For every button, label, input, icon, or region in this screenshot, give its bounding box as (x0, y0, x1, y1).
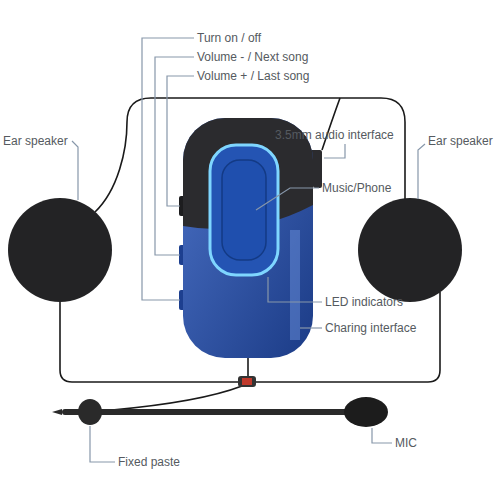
front-panel (210, 145, 278, 275)
fixed-paste (78, 399, 102, 425)
callout-label: Ear speaker (428, 134, 493, 148)
device-body (183, 118, 313, 358)
audio-jack (313, 150, 322, 188)
leader-line (418, 144, 425, 199)
cable-junction (238, 376, 256, 387)
mic-boom (52, 409, 62, 415)
leader-line (256, 188, 319, 210)
leader-line (300, 327, 322, 328)
ear-speaker (8, 198, 112, 302)
leader-line (268, 277, 322, 302)
leader-line (324, 144, 345, 158)
cable-junction (242, 378, 252, 385)
leader-line (372, 428, 392, 443)
wire (112, 386, 242, 410)
callout-label: Ear speaker (3, 134, 68, 148)
wire (322, 98, 340, 150)
callout-label: Music/Phone (322, 181, 391, 195)
leader-line (155, 57, 194, 255)
ear-speaker (358, 198, 462, 302)
callout-label: Fixed paste (118, 455, 180, 469)
device-highlight (290, 230, 300, 340)
leader-line (72, 141, 78, 200)
callout-label: Volume - / Next song (197, 50, 308, 64)
callout-label: LED indicators (325, 295, 403, 309)
leader-line (90, 426, 115, 462)
device-body (183, 118, 313, 358)
leader-line (142, 38, 194, 300)
callout-label: Turn on / off (197, 31, 261, 45)
leader-line (167, 76, 194, 206)
wire (247, 358, 249, 377)
mic-foam (344, 397, 388, 427)
callout-label: MIC (395, 436, 417, 450)
mic-boom (62, 409, 352, 415)
leader-lines (72, 38, 425, 462)
music-phone-button (222, 160, 266, 260)
callout-label: Charing interface (325, 321, 416, 335)
callout-label: 3.5mm audio interface (275, 128, 394, 142)
callout-label: Volume + / Last song (197, 69, 309, 83)
